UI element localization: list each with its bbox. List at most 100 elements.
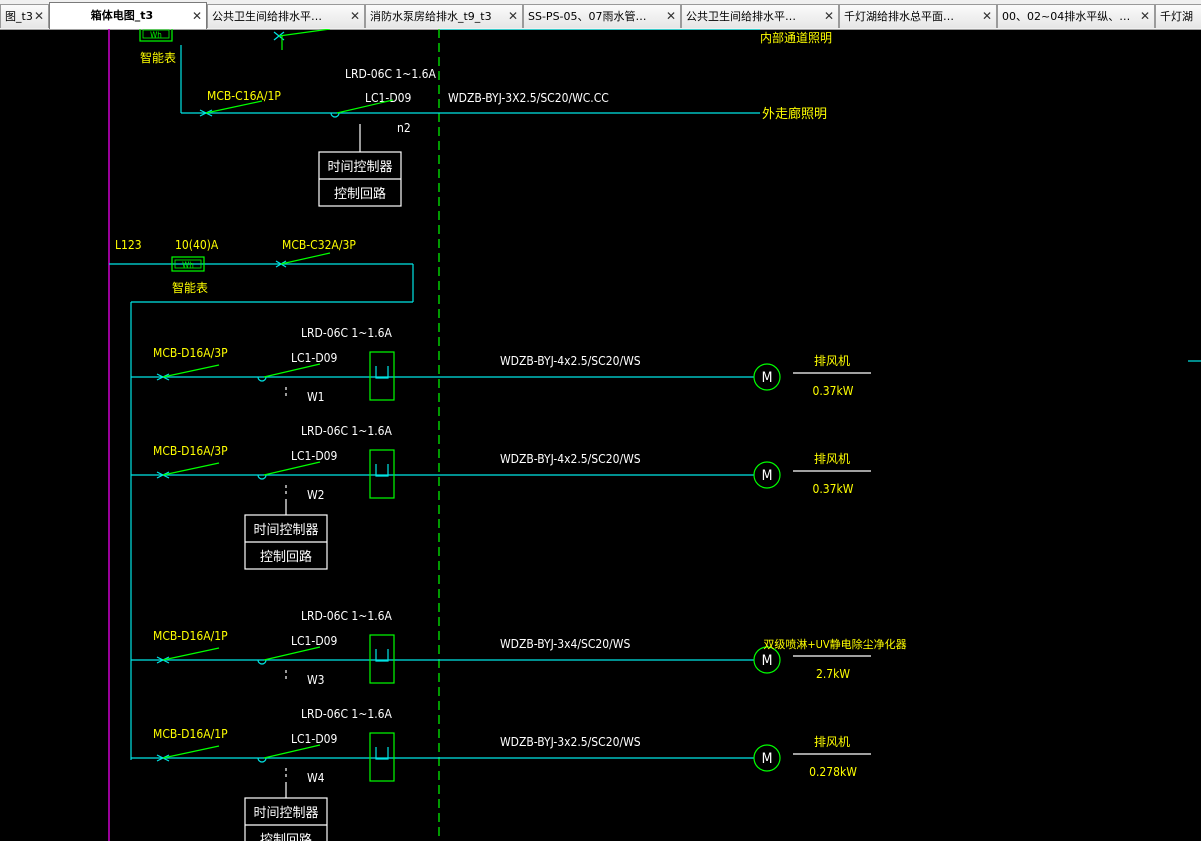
- circuit-w3-breaker-label: MCB-D16A/1P: [153, 629, 228, 643]
- tab-1[interactable]: 图_t3✕: [0, 4, 49, 28]
- tab-4[interactable]: 消防水泵房给排水_t9_t3 ✕: [365, 4, 523, 28]
- circuit-w3-relay-box: [369, 634, 395, 684]
- circuit-w1-breaker-label: MCB-D16A/3P: [153, 346, 228, 360]
- document-tab-bar: 图_t3✕箱体电图_t3✕公共卫生间给排水平…✕消防水泵房给排水_t9_t3✕S…: [0, 0, 1201, 30]
- circuit-w3-relay-element: [375, 649, 389, 662]
- circuit-w3-id: W3: [307, 673, 325, 687]
- circuit-w4-relay-element: [375, 747, 389, 760]
- circuit-w2-power-label: 0.37kW: [813, 482, 854, 496]
- tab-label: 00、02~04排水平纵、…: [1002, 10, 1131, 23]
- top-cable-label: WDZB-BYJ-3X2.5/SC20/WC.CC: [448, 91, 609, 105]
- tab-close-icon[interactable]: ✕: [665, 9, 676, 23]
- top-contactor-label: LC1-D09: [365, 91, 411, 105]
- circuit-w1-power-label: 0.37kW: [813, 384, 854, 398]
- feeder-breaker-blade: [280, 252, 331, 265]
- tab-close-icon[interactable]: ✕: [349, 9, 360, 23]
- circuit-w2-load-label: 排风机: [814, 452, 850, 466]
- top-meter-label: Wh: [150, 31, 162, 40]
- tab-3[interactable]: 公共卫生间给排水平… ✕: [207, 4, 365, 28]
- circuit-w1-motor-label: M: [762, 370, 773, 386]
- tab-label: 图_t3: [5, 10, 32, 23]
- tab-close-icon[interactable]: ✕: [823, 9, 834, 23]
- tab-7[interactable]: 千灯湖给排水总平面… ✕: [839, 4, 997, 28]
- top-circuit-id: n2: [397, 121, 411, 135]
- circuit-w1-breaker-blade: [162, 364, 220, 378]
- tab-close-icon[interactable]: ✕: [507, 9, 518, 23]
- tab-label: 公共卫生间给排水平…: [686, 10, 796, 23]
- feeder-meter-inner: [174, 259, 202, 269]
- tab-close-icon[interactable]: ✕: [1139, 9, 1150, 23]
- circuit-w2-relay-box: [369, 449, 395, 499]
- circuit-w4-contactor-label: LC1-D09: [291, 732, 337, 746]
- top-controller-subtitle: 控制回路: [334, 186, 386, 202]
- top-contactor-blade: [336, 99, 394, 114]
- circuit-w4-id: W4: [307, 771, 325, 785]
- circuit-w1-relay-label: LRD-06C 1~1.6A: [301, 326, 393, 340]
- tab-2[interactable]: 箱体电图_t3 ✕: [49, 2, 207, 29]
- circuit-w3-contactor-label: LC1-D09: [291, 634, 337, 648]
- tab-8[interactable]: 00、02~04排水平纵、… ✕: [997, 4, 1155, 28]
- circuit-w2-contactor-arc: [257, 474, 267, 480]
- tab-close-icon[interactable]: ✕: [33, 9, 44, 23]
- circuit-w4-load-label: 排风机: [814, 735, 850, 749]
- circuit-w1-cable-label: WDZB-BYJ-4x2.5/SC20/WS: [500, 354, 641, 368]
- circuit-w1-contactor-label: LC1-D09: [291, 351, 337, 365]
- tab-label: 箱体电图_t3: [90, 9, 154, 22]
- circuit-w1-motor: [753, 363, 781, 391]
- circuit-w2-controller-subtitle: 控制回路: [260, 549, 312, 565]
- circuit-w3-power-label: 2.7kW: [816, 667, 850, 681]
- feeder-phase-label: L123: [115, 238, 142, 252]
- circuit-w2-id: W2: [307, 488, 325, 502]
- tab-label: SS-PS-05、07雨水管…: [528, 10, 647, 23]
- top-meter-box: [139, 29, 173, 42]
- circuit-w1-relay-element: [375, 366, 389, 379]
- circuit-w2-relay-element: [375, 464, 389, 477]
- top-controller-title: 时间控制器: [327, 160, 392, 175]
- circuit-w2-motor: [753, 461, 781, 489]
- tab-6[interactable]: 公共卫生间给排水平… ✕: [681, 4, 839, 28]
- top-breaker-label: MCB-C16A/1P: [207, 89, 281, 103]
- tab-label: 消防水泵房给排水_t9_t3: [370, 10, 492, 23]
- circuit-w4-relay-box: [369, 732, 395, 782]
- tab-label: 千灯湖给排水总平面…: [844, 10, 954, 23]
- top-breaker-blade: [205, 100, 263, 114]
- feeder-breaker-label: MCB-C32A/3P: [282, 238, 356, 252]
- circuit-w3-relay-label: LRD-06C 1~1.6A: [301, 609, 393, 623]
- tab-close-icon[interactable]: ✕: [191, 9, 202, 23]
- circuit-w3-cable-label: WDZB-BYJ-3x4/SC20/WS: [500, 637, 630, 651]
- circuit-w3-contactor-arc: [257, 659, 267, 665]
- circuit-w3-load-label: 双级喷淋+UV静电除尘净化器: [763, 637, 906, 651]
- circuit-w4-breaker-label: MCB-D16A/1P: [153, 727, 228, 741]
- feeder-meter-label: Wh: [182, 261, 194, 270]
- circuit-w2-relay-label: LRD-06C 1~1.6A: [301, 424, 393, 438]
- circuit-w1-contactor-blade: [263, 363, 321, 378]
- circuit-w3-motor-label: M: [762, 653, 773, 669]
- circuit-w3-contactor-blade: [263, 646, 321, 661]
- top-meter-inner: [142, 29, 170, 39]
- tab-close-icon[interactable]: ✕: [981, 9, 992, 23]
- circuit-w1-id: W1: [307, 390, 325, 404]
- top-relay-label: LRD-06C 1~1.6A: [345, 67, 437, 81]
- circuit-w2-breaker-label: MCB-D16A/3P: [153, 444, 228, 458]
- circuit-w3-motor: [753, 646, 781, 674]
- circuit-w4-motor-label: M: [762, 751, 773, 767]
- circuit-w4-breaker-blade: [162, 745, 220, 759]
- feeder-meter-name: 智能表: [172, 280, 208, 295]
- top-breaker-cut-blade: [278, 29, 331, 37]
- tab-5[interactable]: SS-PS-05、07雨水管… ✕: [523, 4, 681, 28]
- tab-label: 公共卫生间给排水平…: [212, 10, 322, 23]
- circuit-w1-relay-box: [369, 351, 395, 401]
- circuit-w2-motor-label: M: [762, 468, 773, 484]
- circuit-w4-cable-label: WDZB-BYJ-3x2.5/SC20/WS: [500, 735, 641, 749]
- circuit-w2-contactor-label: LC1-D09: [291, 449, 337, 463]
- tab-label: 千灯湖: [1160, 10, 1193, 23]
- circuit-w1-contactor-arc: [257, 376, 267, 382]
- tab-9[interactable]: 千灯湖: [1155, 4, 1201, 28]
- circuit-w3-breaker-blade: [162, 647, 220, 661]
- circuit-w1-load-label: 排风机: [814, 354, 850, 368]
- circuit-w2-breaker-blade: [162, 462, 220, 476]
- circuit-w2-controller-title: 时间控制器: [253, 523, 318, 538]
- feeder-meter-rating: 10(40)A: [175, 238, 219, 252]
- circuit-w4-contactor-blade: [263, 744, 321, 759]
